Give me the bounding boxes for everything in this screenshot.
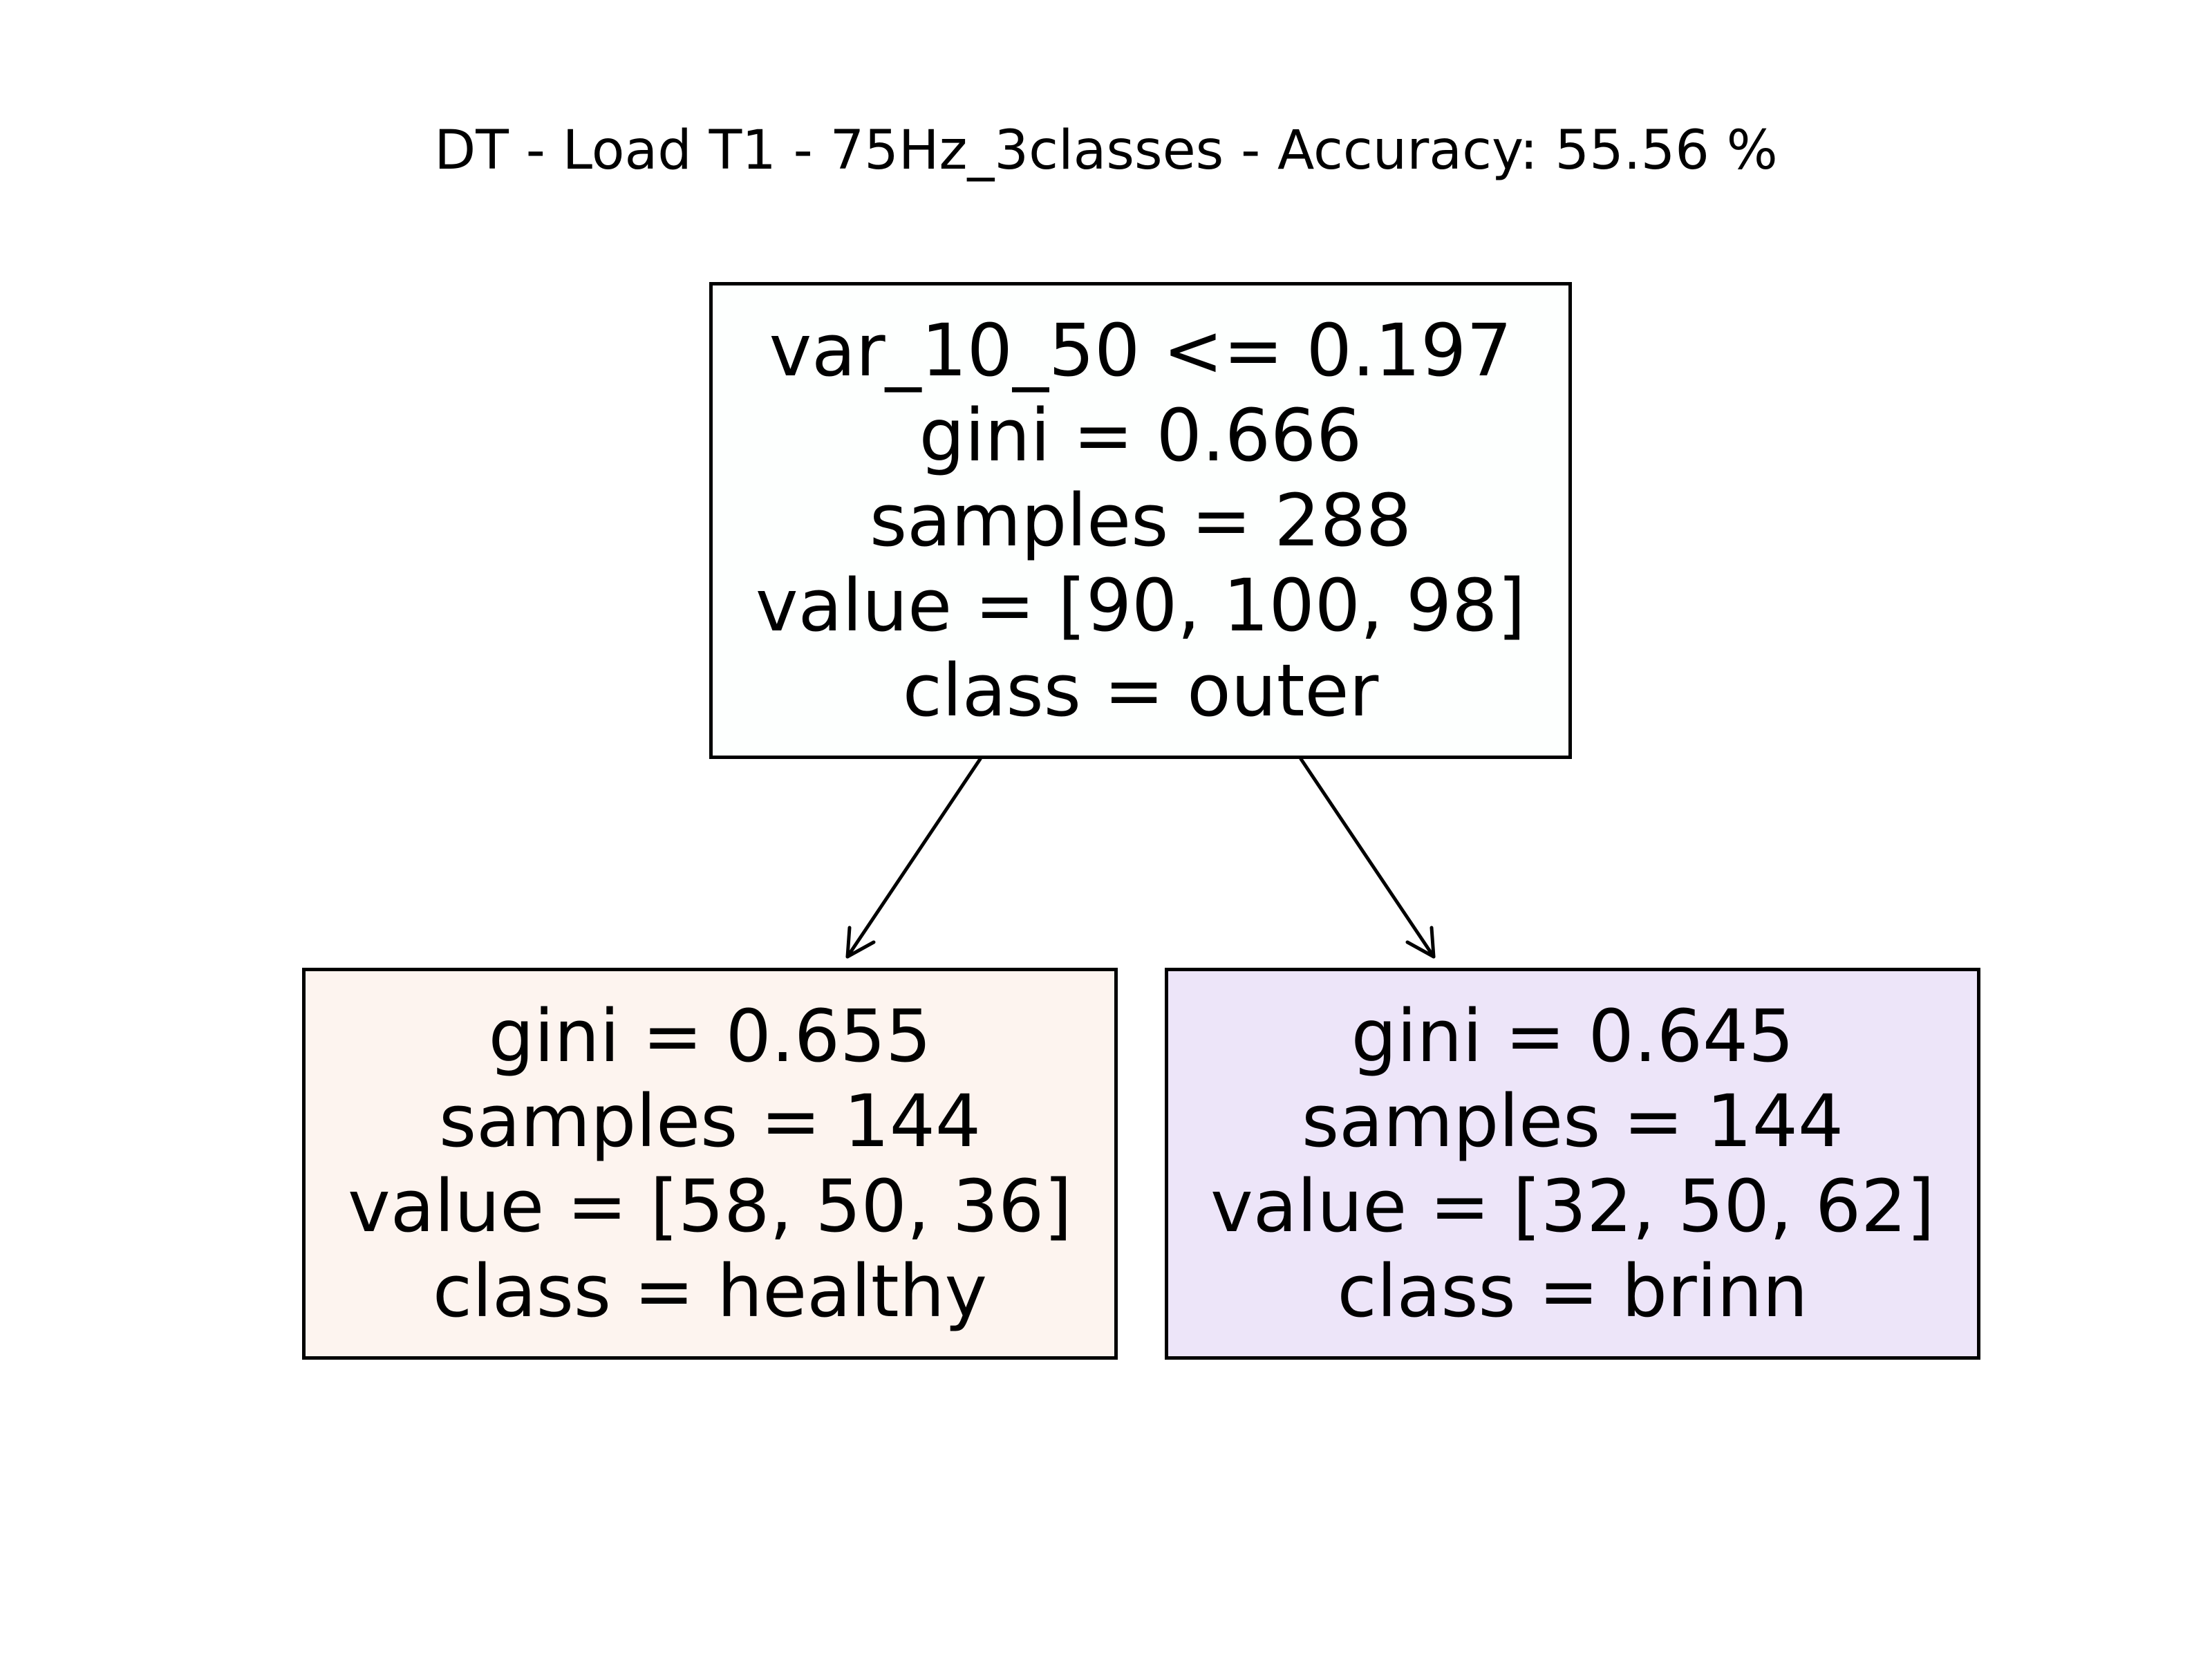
- tree-node-root: var_10_50 <= 0.197 gini = 0.666 samples …: [709, 282, 1572, 759]
- arrow-down-right-icon: [1405, 926, 1436, 959]
- node-class: class = healthy: [432, 1248, 988, 1333]
- node-value: value = [32, 50, 62]: [1210, 1163, 1935, 1248]
- node-gini: gini = 0.645: [1351, 993, 1794, 1078]
- node-samples: samples = 144: [438, 1078, 982, 1163]
- node-value: value = [90, 100, 98]: [756, 563, 1526, 648]
- node-gini: gini = 0.666: [919, 393, 1362, 478]
- node-class: class = outer: [902, 648, 1379, 733]
- node-samples: samples = 288: [869, 478, 1412, 563]
- tree-node-right-leaf: gini = 0.645 samples = 144 value = [32, …: [1165, 968, 1980, 1360]
- tree-node-left-leaf: gini = 0.655 samples = 144 value = [58, …: [302, 968, 1118, 1360]
- edge-root-to-right: [1299, 757, 1436, 959]
- node-gini: gini = 0.655: [488, 993, 932, 1078]
- node-class: class = brinn: [1337, 1248, 1808, 1333]
- node-split-condition: var_10_50 <= 0.197: [769, 308, 1512, 393]
- node-samples: samples = 144: [1301, 1078, 1844, 1163]
- arrow-down-left-icon: [845, 926, 876, 959]
- edge-root-to-left: [845, 757, 982, 959]
- diagram-title: DT - Load T1 - 75Hz_3classes - Accuracy:…: [434, 120, 1778, 182]
- node-value: value = [58, 50, 36]: [348, 1163, 1072, 1248]
